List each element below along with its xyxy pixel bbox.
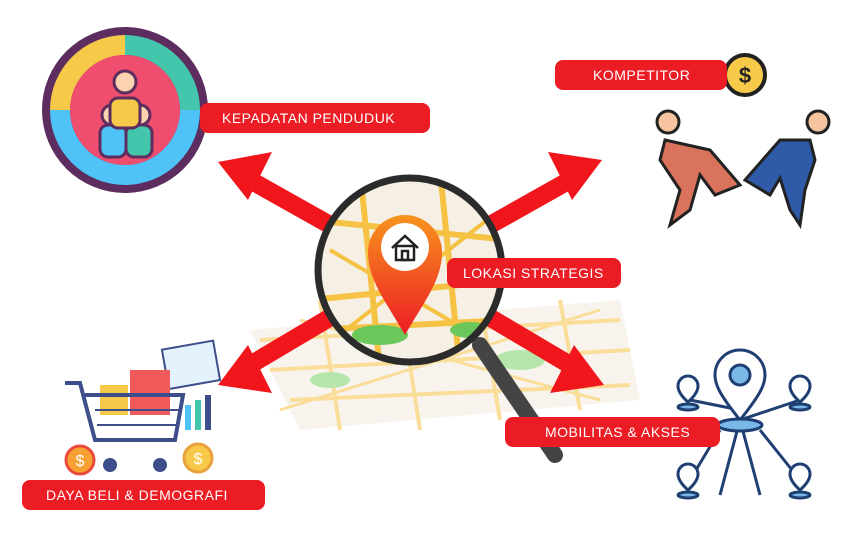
label-competitor: KOMPETITOR — [555, 60, 727, 90]
mobility-network-icon — [676, 348, 812, 500]
house-icon — [391, 234, 419, 262]
label-strategic-location: LOKASI STRATEGIS — [447, 258, 621, 288]
competitor-icon: $ — [655, 53, 831, 230]
label-purchasing-power: DAYA BELI & DEMOGRAFI — [22, 480, 265, 510]
svg-text:$: $ — [739, 63, 751, 88]
label-population-density: KEPADATAN PENDUDUK — [200, 103, 430, 133]
location-pin-icon — [368, 215, 442, 335]
label-mobility-access: MOBILITAS & AKSES — [505, 417, 720, 447]
shopping-cart-icon: $ $ — [64, 339, 222, 476]
population-density-icon — [42, 27, 208, 193]
svg-text:$: $ — [194, 451, 203, 468]
svg-text:$: $ — [76, 453, 85, 470]
